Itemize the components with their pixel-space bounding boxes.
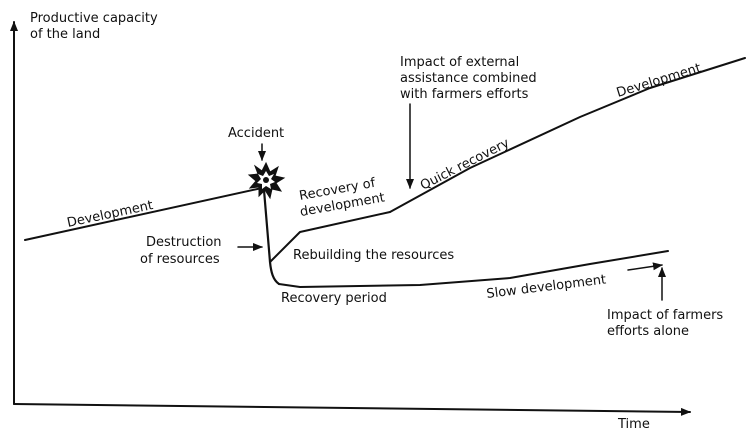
recovery-period-label: Recovery period (281, 291, 387, 306)
development-line (24, 187, 263, 241)
y-axis-label: Productive capacity of the land (30, 11, 162, 42)
development-start-label: Development (66, 198, 155, 231)
recovery-of-development-line (269, 211, 391, 263)
explosion-icon (247, 161, 286, 200)
destruction-drop (262, 188, 281, 286)
destruction-label: Destruction of resources (140, 235, 226, 267)
quick-recovery-label: Quick recovery (418, 136, 512, 194)
development-end-label: Development (615, 61, 703, 101)
accident-label: Accident (228, 126, 284, 141)
recovery-of-development-label: Recovery of development (296, 175, 386, 220)
slow-development-arrow (627, 262, 663, 271)
farmers-impact-label: Impact of farmers efforts alone (607, 308, 727, 339)
slow-development-label: Slow development (486, 272, 607, 302)
quick-recovery-line (389, 57, 746, 213)
x-axis-label: Time (617, 417, 650, 431)
external-impact-label: Impact of external assistance combined w… (400, 55, 541, 102)
x-axis (13, 403, 691, 416)
recovery-period-line (278, 250, 669, 288)
rebuilding-label: Rebuilding the resources (293, 248, 454, 263)
